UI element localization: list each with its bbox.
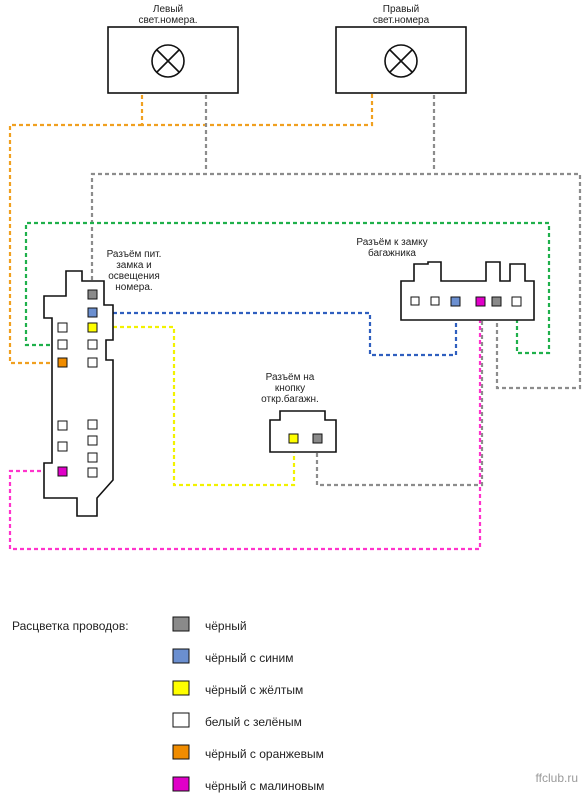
legend-swatch-black-blue: [172, 648, 190, 664]
button-connector-body: [269, 410, 337, 453]
wire-orange: [8, 60, 374, 365]
right-lamp-label-1: Правый: [383, 4, 419, 15]
right-lamp-label-2: свет.номера: [373, 15, 430, 26]
lock-pin-magenta: [475, 296, 486, 307]
power-connector-label-3: освещения: [108, 271, 160, 282]
power-connector-body: [43, 270, 114, 517]
button-pin-grey: [312, 433, 323, 444]
power-pin-blue: [87, 307, 98, 318]
lock-connector-label-1: Разъём к замку: [356, 237, 427, 248]
wire-green: [24, 221, 551, 355]
power-pin-yellow: [87, 322, 98, 333]
power-pin-right-4: [87, 339, 98, 350]
legend-swatch-white-green: [172, 712, 190, 728]
power-pin-right-8: [87, 452, 98, 463]
wire-magenta: [8, 301, 482, 551]
left-lamp-cross: [156, 49, 180, 73]
lock-pin-2: [430, 296, 440, 306]
power-pin-orange: [57, 357, 68, 368]
legend-swatch-black-magenta: [172, 776, 190, 792]
legend-title: Расцветка проводов:: [12, 619, 129, 633]
legend-swatch-black-yellow: [172, 680, 190, 696]
left-lamp-label-1: Левый: [153, 4, 183, 15]
power-connector-label-4: номера.: [115, 282, 152, 293]
right-lamp-cross: [389, 49, 413, 73]
power-pin-right-6: [87, 419, 98, 430]
wire-grey-button: [315, 301, 484, 487]
power-pin-left-1: [57, 322, 68, 333]
watermark: ffclub.ru: [536, 771, 578, 785]
legend-swatch-black-orange: [172, 744, 190, 760]
power-connector-label-2: замка и: [116, 260, 152, 271]
power-pin-left-5: [57, 441, 68, 452]
lock-pin-grey: [491, 296, 502, 307]
power-pin-magenta: [57, 466, 68, 477]
lock-pin-1: [410, 296, 420, 306]
power-pin-left-4: [57, 420, 68, 431]
lock-pin-blue: [450, 296, 461, 307]
power-pin-right-7: [87, 435, 98, 446]
button-pin-yellow: [288, 433, 299, 444]
button-connector-label-2: кнопку: [275, 383, 305, 394]
power-connector-label-1: Разъём пит.: [107, 249, 162, 260]
wire-blue: [92, 301, 458, 357]
wire-grey-main: [90, 172, 582, 390]
legend-label-black: чёрный: [205, 619, 247, 633]
legend-label-black-blue: чёрный с синим: [205, 651, 294, 665]
legend-swatch-black: [172, 616, 190, 632]
lock-connector-body: [400, 261, 535, 321]
left-lamp-label-2: свет.номера.: [138, 15, 197, 26]
button-connector-label-1: Разъём на: [266, 372, 315, 383]
power-pin-right-5: [87, 357, 98, 368]
legend-label-black-yellow: чёрный с жёлтым: [205, 683, 303, 697]
legend-label-white-green: белый с зелёным: [205, 715, 302, 729]
lock-pin-green: [511, 296, 522, 307]
legend-label-black-magenta: чёрный с малиновым: [205, 779, 324, 793]
wire-yellow: [92, 325, 296, 487]
button-connector-label-3: откр.багажн.: [261, 393, 319, 405]
power-pin-green: [57, 339, 68, 350]
power-pin-grey: [87, 289, 98, 300]
power-pin-right-9: [87, 467, 98, 478]
legend-label-black-orange: чёрный с оранжевым: [205, 747, 324, 761]
lock-connector-label-2: багажника: [368, 247, 416, 259]
